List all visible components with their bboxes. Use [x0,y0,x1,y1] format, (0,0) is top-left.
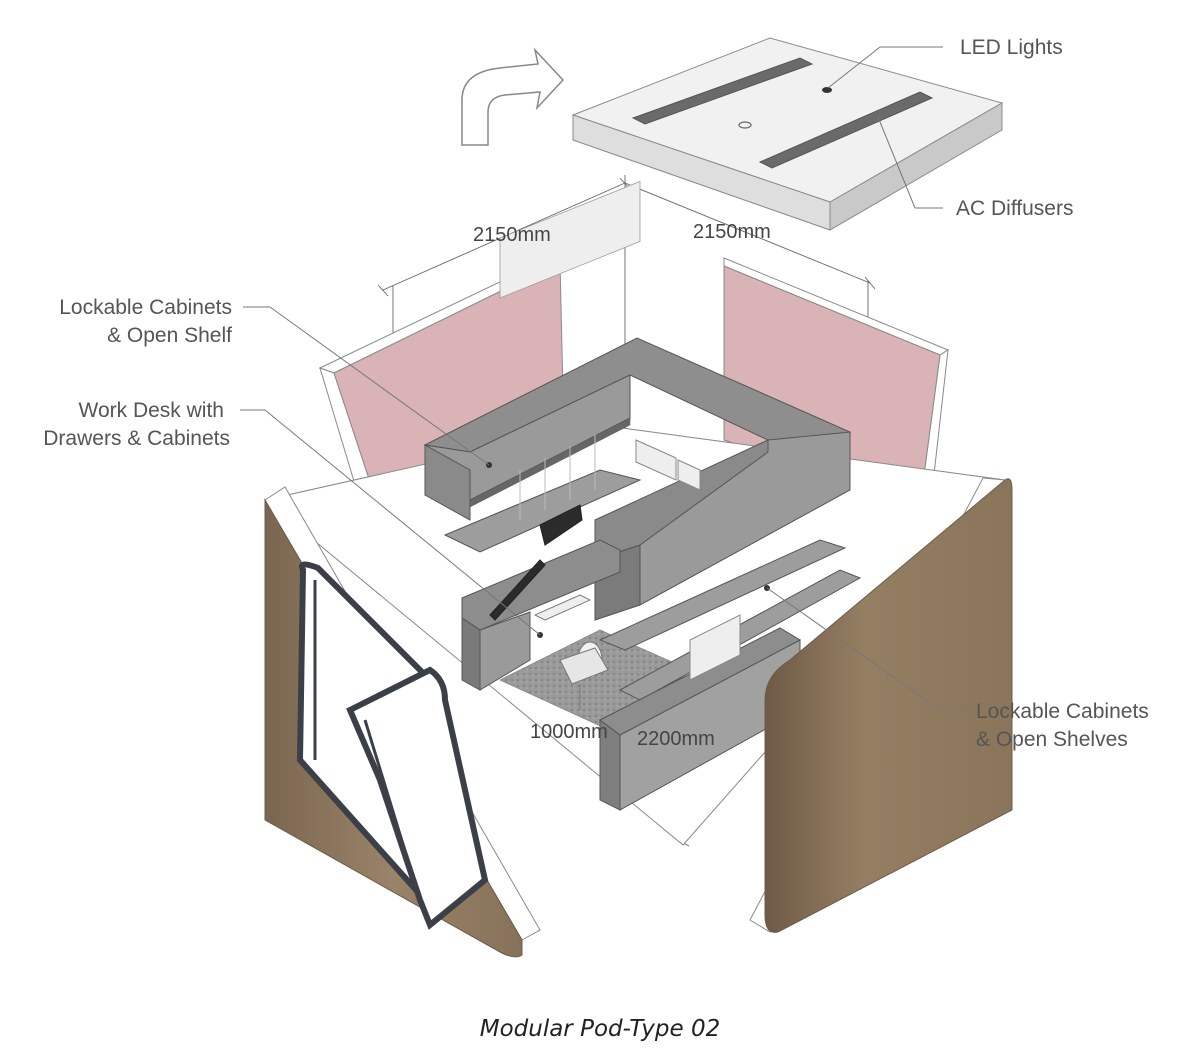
chair [559,641,609,710]
label-upper-cabinets-line1: Lockable Cabinets [59,296,232,319]
ac-diffuser-slot [758,91,934,169]
label-lower-cabinets-line2: & Open Shelves [976,728,1128,751]
keyboard [534,594,591,621]
left-wall-with-door [264,486,541,958]
dimension-width-left: 2150mm [473,224,551,246]
glass-door [296,561,489,930]
ac-diffuser-slot [631,57,814,125]
label-ac-diffusers: AC Diffusers [956,197,1073,220]
rotate-arrow-icon [461,47,565,146]
label-work-desk-line1: Work Desk with [79,399,224,422]
right-wall-panel [749,477,1013,933]
wood-panel-right [764,478,1013,933]
dimension-desk-depth: 1000mm [530,721,608,743]
label-led-lights: LED Lights [960,36,1063,59]
led-light-icon [822,87,832,93]
white-drawers [635,439,741,681]
diagram-caption: Modular Pod-Type 02 [480,1016,721,1042]
led-light-icon [738,121,752,129]
ceiling-panel [571,37,1004,231]
label-work-desk-line2: Drawers & Cabinets [43,427,230,450]
dimension-height: 2200mm [637,728,715,750]
leader-lines [240,46,968,711]
dimension-width-right: 2150mm [693,221,771,243]
books-shelf [499,180,641,520]
furniture-assembly [423,180,862,811]
monitor [539,504,583,546]
label-lower-cabinets-line1: Lockable Cabinets [976,700,1149,723]
label-upper-cabinets-line2: & Open Shelf [107,324,232,347]
